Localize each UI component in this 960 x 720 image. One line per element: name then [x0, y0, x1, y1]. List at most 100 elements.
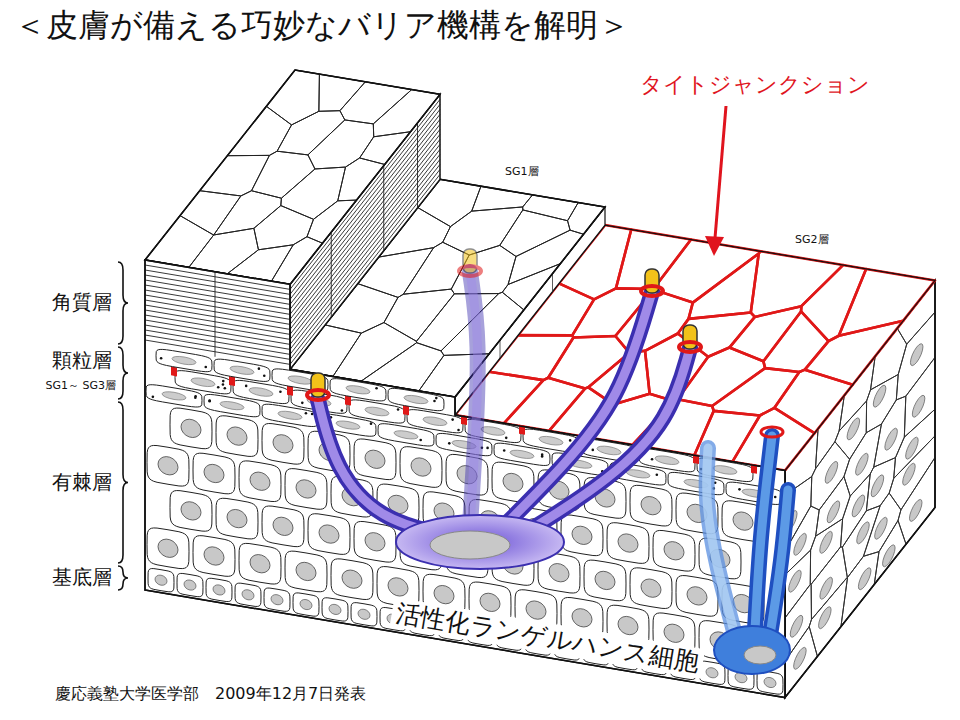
- corneum-top-cell: [373, 90, 440, 137]
- tip-cap: [683, 325, 697, 349]
- tight-junction-line: [751, 251, 843, 317]
- basal-cell: [293, 593, 319, 616]
- right-face-cell: [841, 552, 879, 627]
- front-face: [145, 260, 785, 698]
- cell-nucleus: [346, 386, 370, 394]
- right-face-cell: [904, 357, 935, 437]
- corneum-stripe: [145, 325, 290, 349]
- right-face-cell: [842, 506, 880, 578]
- cell-nucleus: [733, 512, 753, 530]
- cell-nucleus: [825, 461, 838, 483]
- cell-nucleus: [572, 609, 592, 627]
- keratohyalin-granule: [457, 429, 460, 432]
- tight-junction-dot: [403, 405, 409, 415]
- keratohyalin-granule: [435, 397, 438, 400]
- cell-nucleus: [618, 616, 638, 634]
- cell-nucleus: [847, 418, 860, 440]
- spinous-cell: [607, 523, 649, 564]
- sg1-top-cell: [508, 230, 583, 284]
- keratohyalin-granule: [738, 488, 741, 491]
- tight-junction-line: [689, 253, 759, 318]
- basal-cell: [148, 569, 174, 592]
- cell-nucleus: [172, 356, 196, 364]
- purple-dendrite-core: [318, 400, 445, 535]
- corneum-top-cell: [360, 132, 411, 165]
- corneum-top-cell: [227, 106, 291, 155]
- cell-nucleus: [857, 522, 870, 544]
- cell-nucleus: [481, 427, 505, 436]
- corneum-top-cell: [251, 151, 314, 198]
- keratohyalin-granule: [301, 402, 304, 405]
- sg1-top-cell: [502, 264, 560, 310]
- blue-cell-body: [714, 626, 790, 674]
- sg1-top-cell: [568, 203, 605, 235]
- corneum-stripe: [145, 265, 290, 289]
- spinous-cell: [216, 416, 258, 457]
- layer-brace: [118, 262, 128, 344]
- spinous-cell: [170, 491, 212, 532]
- cell-nucleus: [858, 568, 871, 590]
- tight-junction-line: [763, 311, 828, 372]
- basal-cell: [322, 598, 348, 621]
- cell-nucleus: [365, 533, 385, 551]
- cell-nucleus: [162, 392, 186, 400]
- spinous-cell: [285, 469, 327, 510]
- corneum-stripe: [145, 280, 290, 304]
- cell-nucleus: [250, 472, 270, 490]
- cell-nucleus: [204, 464, 224, 482]
- keratohyalin-granule: [341, 409, 344, 412]
- cell-nucleus: [342, 570, 362, 588]
- blue-dendrite-core: [770, 490, 788, 635]
- keratohyalin-granule: [656, 473, 659, 476]
- keratohyalin-granule: [208, 400, 211, 403]
- cell-nucleus: [744, 646, 776, 664]
- keratohyalin-granule: [433, 400, 436, 403]
- spinous-cell: [676, 576, 718, 617]
- basal-cell: [235, 583, 261, 606]
- dendrite-tip: [307, 373, 329, 400]
- sublayer-label: SG1～ SG3層: [45, 379, 116, 392]
- corneum-top-cell: [271, 237, 322, 285]
- layer-label: 基底層: [52, 565, 112, 589]
- cell-nucleus: [191, 378, 215, 387]
- cell-nucleus: [271, 595, 283, 605]
- tight-junction-dot: [171, 366, 177, 376]
- layer-brace: [118, 402, 128, 563]
- keratohyalin-granule: [503, 449, 506, 452]
- cell-nucleus: [278, 411, 302, 419]
- caption: 慶応義塾大学医学部 2009年12月7日発表: [55, 684, 366, 703]
- cell-nucleus: [336, 421, 360, 429]
- layer-brace: [118, 566, 128, 590]
- right-face-cell: [816, 477, 851, 537]
- tight-junction-line: [801, 265, 866, 341]
- keratohyalin-granule: [224, 387, 227, 390]
- cell-nucleus: [820, 531, 833, 553]
- spinous-cell: [239, 543, 281, 584]
- cell-nucleus: [595, 571, 615, 589]
- cell-nucleus: [273, 517, 293, 535]
- spinous-cell: [354, 439, 396, 480]
- right-face-cell: [894, 409, 935, 478]
- cell-nucleus: [885, 428, 898, 450]
- purple-dendrite-core: [470, 272, 478, 525]
- cell-nucleus: [912, 395, 925, 417]
- corneum-top-outline: [145, 70, 440, 284]
- basal-cell: [206, 578, 232, 601]
- corneum-break: [383, 166, 384, 251]
- sg1-top-cell: [500, 210, 570, 257]
- callout-label: タイトジャンクション: [640, 72, 870, 98]
- keratohyalin-granule: [160, 357, 163, 360]
- corneum-stripe: [145, 295, 290, 319]
- keratohyalin-granule: [448, 442, 451, 445]
- keratohyalin-granule: [204, 366, 207, 369]
- tip-cap: [645, 269, 659, 293]
- layer-label: 有棘層: [52, 470, 112, 494]
- dendrite-tip: [641, 269, 663, 296]
- spinous-cell: [193, 453, 235, 494]
- cell-nucleus: [204, 547, 224, 565]
- corneum-top-cell: [180, 191, 241, 235]
- cell-nucleus: [296, 562, 316, 580]
- keratohyalin-granule: [375, 387, 378, 390]
- basal-cell: [177, 573, 203, 596]
- cell-nucleus: [906, 437, 919, 459]
